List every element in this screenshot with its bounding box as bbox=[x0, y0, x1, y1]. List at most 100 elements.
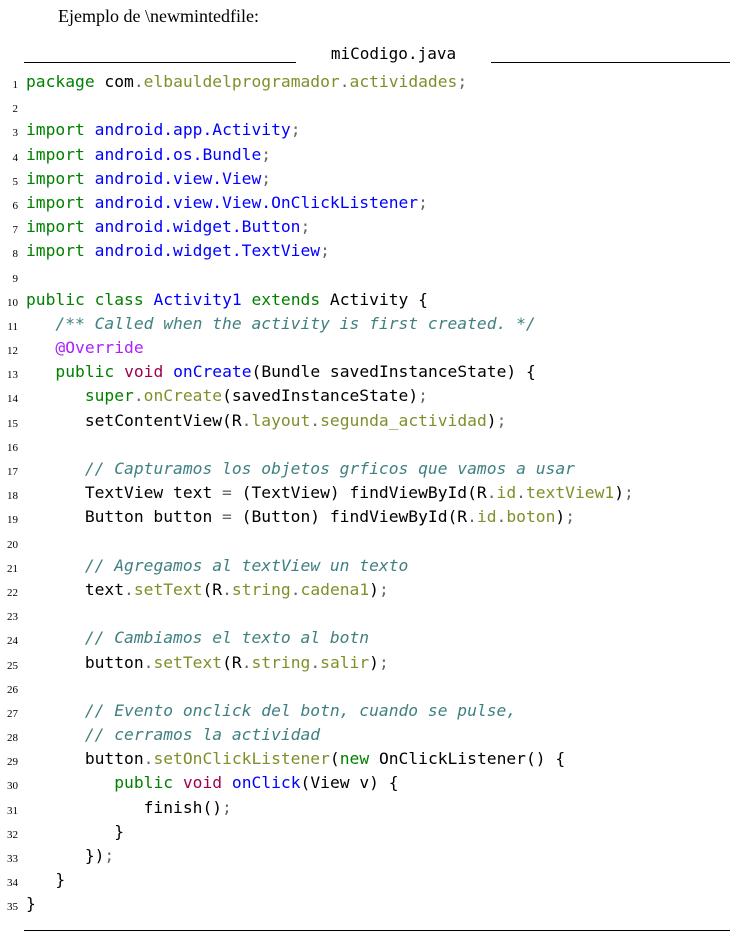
code-token: ; bbox=[261, 168, 272, 188]
code-token: ; bbox=[300, 217, 311, 237]
line-number: 1 bbox=[12, 79, 19, 91]
code-token: com bbox=[94, 72, 134, 91]
header-rule-left bbox=[24, 62, 296, 63]
code-token: onCreate bbox=[173, 362, 252, 382]
line-number: 22 bbox=[7, 586, 18, 599]
code-token: elbauldelprogramador bbox=[143, 72, 340, 91]
code-token: cadena1 bbox=[300, 579, 370, 599]
code-text: package com.elbauldelprogramador.activid… bbox=[26, 70, 467, 94]
code-token: android.view.View bbox=[94, 168, 262, 188]
line-number: 28 bbox=[7, 732, 18, 745]
code-token bbox=[26, 773, 114, 792]
code-line: 34 } bbox=[0, 868, 733, 892]
code-token bbox=[85, 120, 95, 139]
code-token bbox=[26, 314, 55, 333]
line-number: 24 bbox=[7, 635, 18, 648]
code-text: // Cambiamos el texto al botn bbox=[26, 626, 369, 650]
code-token: /** Called when the activity is first cr… bbox=[55, 313, 536, 333]
code-token: // Cambiamos el texto al botn bbox=[84, 628, 370, 648]
code-token: OnClickListener() { bbox=[369, 749, 566, 769]
code-token: void bbox=[124, 362, 164, 382]
code-text: import android.widget.TextView; bbox=[26, 239, 330, 263]
code-token: (savedInstanceState) bbox=[222, 386, 419, 406]
code-token: (Button) findViewById(R bbox=[231, 507, 468, 527]
code-text: } bbox=[26, 820, 124, 844]
code-token: id bbox=[496, 483, 517, 503]
code-token: onCreate bbox=[143, 386, 223, 406]
code-line: 30 public void onClick(View v) { bbox=[0, 771, 733, 795]
code-line: 9 bbox=[0, 264, 733, 288]
code-text: import android.widget.Button; bbox=[26, 215, 310, 239]
code-token: } bbox=[26, 870, 66, 890]
line-number: 15 bbox=[7, 417, 18, 430]
code-token bbox=[222, 773, 232, 792]
code-token: ; bbox=[624, 483, 634, 503]
code-token bbox=[163, 362, 173, 381]
code-token: } bbox=[26, 894, 36, 914]
code-token bbox=[26, 725, 85, 744]
line-number: 11 bbox=[7, 320, 18, 333]
code-token: // Evento onclick del botn, cuando se pu… bbox=[84, 700, 517, 720]
line-number: 23 bbox=[7, 611, 18, 624]
code-token: ( bbox=[329, 749, 340, 769]
code-token: onClick bbox=[231, 773, 301, 793]
line-number: 16 bbox=[7, 441, 18, 454]
code-text: public void onCreate(Bundle savedInstanc… bbox=[26, 360, 535, 384]
code-line: 18 TextView text = (TextView) findViewBy… bbox=[0, 481, 733, 505]
code-token: . bbox=[133, 72, 144, 91]
code-token: new bbox=[339, 749, 370, 769]
code-token bbox=[26, 362, 55, 381]
code-token: ; bbox=[320, 241, 330, 261]
code-text: } bbox=[26, 868, 65, 892]
code-text: setContentView(R.layout.segunda_activida… bbox=[26, 409, 507, 433]
line-number: 31 bbox=[7, 804, 18, 817]
code-text: // Evento onclick del botn, cuando se pu… bbox=[26, 699, 516, 723]
code-token: . bbox=[143, 749, 154, 769]
code-token: . bbox=[222, 579, 232, 599]
code-line: 21 // Agregamos al textView un texto bbox=[0, 554, 733, 578]
line-number: 35 bbox=[7, 901, 18, 914]
code-token: ; bbox=[457, 72, 468, 91]
code-token: android.widget.TextView bbox=[94, 241, 321, 261]
code-token: . bbox=[290, 579, 301, 599]
code-line: 11 /** Called when the activity is first… bbox=[0, 312, 733, 336]
code-line: 23 bbox=[0, 602, 733, 626]
code-line: 17 // Capturamos los objetos grficos que… bbox=[0, 457, 733, 481]
code-line: 19 Button button = (Button) findViewById… bbox=[0, 505, 733, 529]
code-token: public class bbox=[26, 289, 144, 309]
code-line: 13 public void onCreate(Bundle savedInst… bbox=[0, 360, 733, 384]
code-line: 27 // Evento onclick del botn, cuando se… bbox=[0, 699, 733, 723]
line-number: 14 bbox=[7, 393, 18, 406]
code-token: . bbox=[310, 652, 321, 672]
code-token: Button button bbox=[26, 507, 223, 527]
code-token: import bbox=[26, 217, 85, 237]
line-number: 25 bbox=[7, 659, 18, 672]
code-text: button.setText(R.string.salir); bbox=[26, 651, 389, 675]
code-line: 32 } bbox=[0, 820, 733, 844]
code-token: . bbox=[486, 483, 497, 503]
intro-text: Ejemplo de \newmintedfile: bbox=[58, 6, 259, 26]
code-token: setText bbox=[133, 579, 203, 599]
code-token: ; bbox=[290, 120, 301, 140]
code-token: public bbox=[55, 362, 115, 382]
code-token: ) bbox=[486, 410, 497, 430]
code-line: 15 setContentView(R.layout.segunda_activ… bbox=[0, 409, 733, 433]
line-number: 33 bbox=[7, 853, 18, 865]
code-line: 24 // Cambiamos el texto al botn bbox=[0, 626, 733, 650]
code-token bbox=[26, 556, 85, 575]
code-token: ; bbox=[378, 579, 389, 599]
code-line: 31 finish(); bbox=[0, 796, 733, 820]
code-line: 20 bbox=[0, 530, 733, 554]
code-text: // Capturamos los objetos grficos que va… bbox=[26, 457, 575, 481]
code-token: import bbox=[26, 120, 85, 140]
code-text: } bbox=[26, 892, 36, 916]
line-number: 8 bbox=[12, 248, 19, 261]
code-token: }) bbox=[26, 846, 105, 865]
code-token: . bbox=[241, 652, 252, 672]
code-text: @Override bbox=[26, 336, 143, 360]
code-text: }); bbox=[26, 844, 114, 868]
code-text: public class Activity1 extends Activity … bbox=[26, 288, 428, 312]
